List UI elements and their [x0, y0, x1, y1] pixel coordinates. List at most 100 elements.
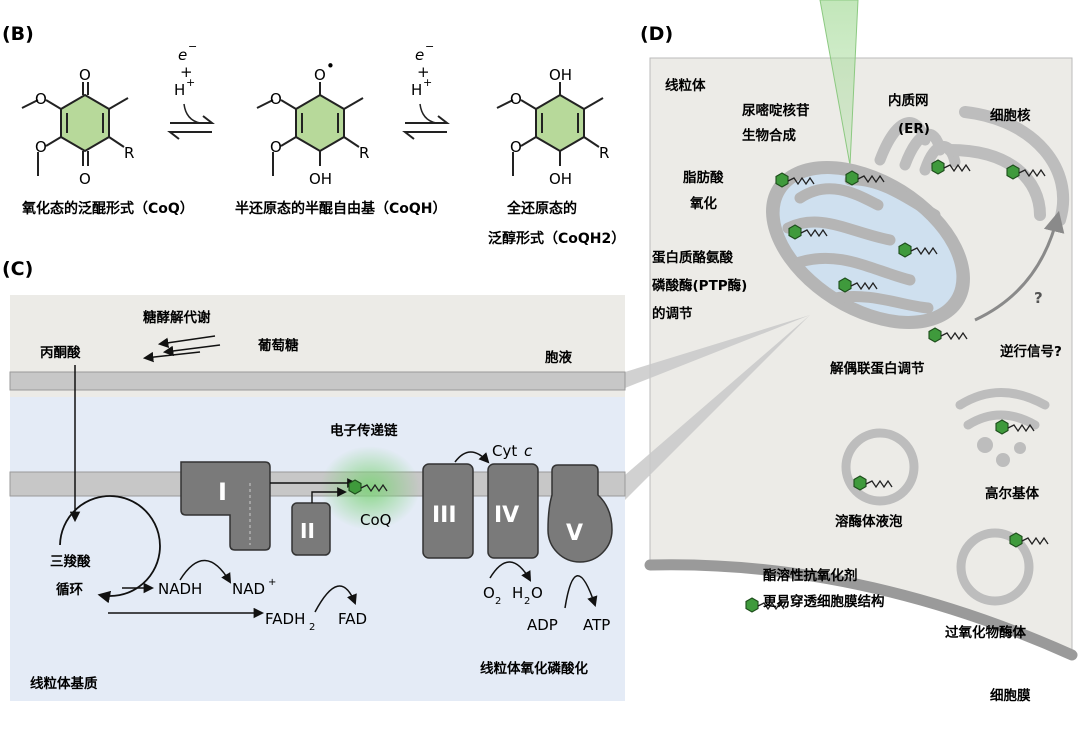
oxygen-reduction-arrow: [489, 561, 532, 582]
svg-text:+: +: [186, 76, 195, 89]
label-h2o-sub: 2: [524, 596, 530, 607]
panel-c: (C) 糖酵解代谢 丙酮酸 葡萄糖 胞液 三羧酸 循环 NADH NAD + F…: [2, 258, 626, 701]
panel-b-label: (B): [2, 23, 34, 45]
label-tca-line1: 三羧酸: [50, 553, 91, 570]
coqh-radical: •: [326, 57, 335, 75]
label-pyruvate: 丙酮酸: [40, 344, 81, 361]
complex-iv-label: IV: [494, 503, 519, 528]
svg-text:−: −: [188, 40, 197, 53]
svg-text:+: +: [417, 63, 430, 81]
label-adp: ADP: [527, 616, 558, 634]
complex-ii-electron-arrow: [311, 487, 347, 503]
panel-b: (B) O O O O R 氧化态的泛醌形式（CoQ） e −: [2, 23, 625, 247]
equilibrium-arrow-1: [167, 103, 215, 140]
label-fadh2: FADH: [265, 610, 305, 628]
label-matrix: 线粒体基质: [30, 675, 98, 692]
step1-label: e − + H +: [174, 40, 197, 99]
label-retrograde: 逆行信号?: [1000, 343, 1062, 360]
step2-label: e − + H +: [411, 40, 434, 99]
glycolysis-arrow-3: [142, 351, 201, 363]
coq-molecule: O O O O R: [21, 66, 134, 188]
svg-text:+: +: [180, 63, 193, 81]
svg-text:e: e: [415, 46, 424, 64]
label-glucose: 葡萄糖: [257, 337, 299, 354]
coqh-r-group: R: [359, 144, 369, 162]
complex-iii-label: III: [432, 503, 457, 528]
zoom-connector-top: [625, 315, 810, 388]
svg-text:O: O: [270, 90, 282, 108]
label-ptp-line1: 蛋白质酪氨酸: [652, 249, 733, 266]
complex-iv: [487, 463, 539, 559]
label-lysosome: 溶酶体液泡: [835, 513, 903, 530]
golgi: [955, 388, 1050, 467]
svg-text:H: H: [174, 81, 185, 99]
glycolysis-arrow-1: [157, 335, 216, 348]
coqh-caption: 半还原态的半醌自由基（CoQH）: [235, 200, 447, 217]
coqh2-caption-line2: 泛醇形式（CoQH2）: [488, 230, 625, 247]
label-peroxisome: 过氧化物酶体: [945, 624, 1026, 641]
label-cytosol: 胞液: [544, 349, 573, 366]
lysosome: [841, 428, 919, 506]
label-cell-membrane: 细胞膜: [990, 687, 1031, 704]
fadh2-oxidation-arrow: [314, 585, 357, 613]
label-ptp-line3: 的调节: [652, 305, 693, 322]
coq-r-group: R: [124, 144, 134, 162]
coqh-molecule: O • OH O O R: [256, 57, 369, 188]
coq-bottom-atom: O: [79, 170, 91, 188]
coqh2-r-group: R: [599, 144, 609, 162]
label-lipophilic-line1: 酯溶性抗氧化剂: [763, 567, 858, 584]
coqh-top-atom: O: [314, 66, 326, 84]
label-ucp: 解偶联蛋白调节: [830, 360, 925, 377]
cytc-arrow: [454, 451, 490, 464]
label-fad: FAD: [338, 610, 367, 628]
label-er-line2: (ER): [898, 121, 930, 137]
label-lipophilic-line2: 更易穿透细胞膜结构: [763, 593, 885, 610]
label-atp: ATP: [583, 616, 610, 634]
label-pyrimidine-line1: 尿嘧啶核苷: [742, 102, 810, 119]
svg-text:O: O: [510, 90, 522, 108]
label-pyrimidine-line2: 生物合成: [742, 127, 796, 144]
coq-ome-bottom: O: [35, 138, 47, 156]
label-fatty-line1: 脂肪酸: [682, 169, 724, 186]
tca-cycle-circle: [59, 495, 161, 604]
zoom-connector-bottom: [625, 315, 810, 500]
label-coq: CoQ: [360, 511, 391, 529]
coq-caption: 氧化态的泛醌形式（CoQ）: [21, 200, 194, 217]
coqh2-bottom-atom: OH: [549, 170, 572, 188]
outer-membrane: [9, 371, 626, 391]
panel-d-label: (D): [640, 23, 673, 45]
label-cytc-italic: c: [524, 442, 533, 460]
label-golgi: 高尔基体: [985, 485, 1039, 502]
svg-text:−: −: [425, 40, 434, 53]
label-ptp-line2: 磷酸酶(PTP酶): [652, 277, 747, 294]
svg-text:+: +: [423, 76, 432, 89]
atp-synthesis-arrow: [564, 575, 598, 609]
label-etc: 电子传递链: [330, 422, 398, 439]
panel-d: (D): [640, 0, 1078, 704]
coq-top-atom: O: [79, 66, 91, 84]
label-h2o-o: O: [531, 584, 543, 602]
label-tca-line2: 循环: [56, 581, 83, 598]
retrograde-arrow: [974, 210, 1065, 322]
label-nucleus: 细胞核: [990, 107, 1031, 124]
label-nad-plus: +: [268, 577, 276, 588]
complex-i: [180, 461, 271, 551]
label-o2-sub: 2: [495, 596, 501, 607]
mitochondrion: [766, 161, 970, 329]
coq-glow: [320, 446, 420, 530]
label-fatty-line2: 氧化: [689, 195, 718, 212]
equilibrium-arrow-2: [402, 103, 450, 140]
peroxisome: [956, 528, 1034, 606]
coqh2-top-atom: OH: [549, 66, 572, 84]
svg-text:H: H: [411, 81, 422, 99]
svg-text:e: e: [178, 46, 187, 64]
nadh-oxidation-arrow: [179, 559, 232, 584]
svg-text:O: O: [270, 138, 282, 156]
label-mitochondria: 线粒体: [665, 77, 706, 94]
coq-ome-top: O: [35, 90, 47, 108]
label-fadh2-sub: 2: [309, 622, 315, 633]
label-cytc: Cyt: [492, 442, 517, 460]
glycolysis-arrow-2: [162, 344, 221, 357]
